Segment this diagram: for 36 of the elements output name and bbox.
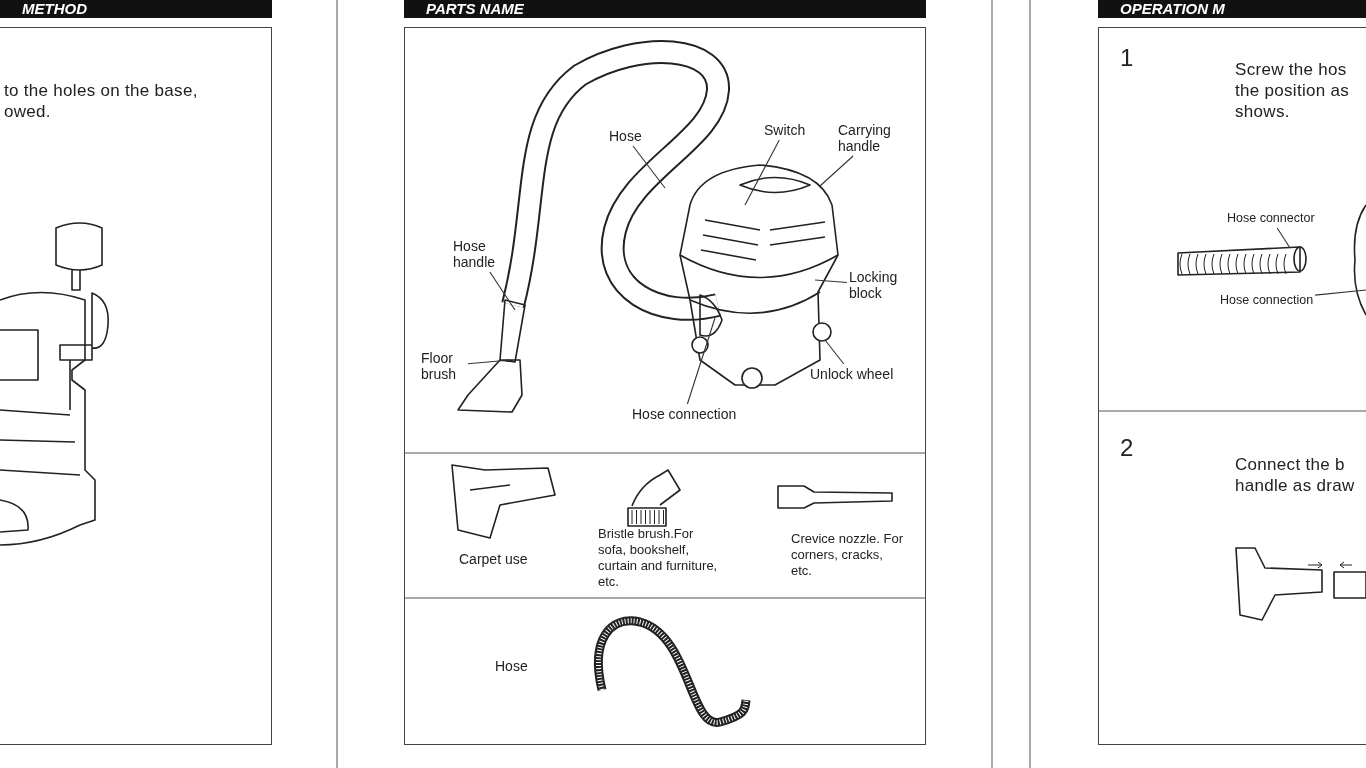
instruction-text: Connect the b xyxy=(1235,454,1345,475)
section-heading: OPERATION M xyxy=(1098,0,1366,18)
leader-line xyxy=(1314,289,1366,296)
part-label: Carrying handle xyxy=(838,122,908,154)
leader-line xyxy=(744,139,780,206)
part-label: Unlock wheel xyxy=(810,366,894,382)
part-label: Hose connection xyxy=(1220,292,1314,308)
section-heading: METHOD xyxy=(0,0,272,18)
part-label: Hose connection xyxy=(632,406,737,422)
step-number: 2 xyxy=(1120,434,1134,462)
section-heading: PARTS NAME xyxy=(404,0,926,18)
accessory-caption: Bristle brush.For sofa, bookshelf, curtain and furniture, etc. xyxy=(598,526,719,590)
part-label: Hose connector xyxy=(1227,210,1315,226)
step-number: 1 xyxy=(1120,44,1134,72)
part-label: Switch xyxy=(764,122,806,138)
instruction-text: shows. xyxy=(1235,101,1290,122)
leader-line xyxy=(632,145,666,189)
leader-line xyxy=(467,359,511,365)
part-label: Hose xyxy=(609,128,642,144)
leader-line xyxy=(814,279,848,284)
leader-line xyxy=(1276,227,1291,249)
instruction-text: the position as xyxy=(1235,80,1350,101)
leader-line xyxy=(489,271,516,311)
part-label: Hose handle xyxy=(453,238,503,270)
instruction-text: Screw the hos xyxy=(1235,59,1347,80)
part-label: Locking block xyxy=(849,269,909,301)
leader-line xyxy=(686,317,716,405)
accessory-caption: Carpet use xyxy=(459,551,528,567)
instruction-text: handle as draw xyxy=(1235,475,1355,496)
accessory-caption: Crevice nozzle. For corners, cracks, etc. xyxy=(791,531,904,579)
leader-line xyxy=(824,339,845,365)
accessory-caption: Hose xyxy=(495,658,528,674)
part-label: Floor brush xyxy=(421,350,466,382)
instruction-text: owed. xyxy=(4,101,51,122)
leader-line xyxy=(819,155,854,187)
instruction-text: to the holes on the base, xyxy=(4,80,198,101)
